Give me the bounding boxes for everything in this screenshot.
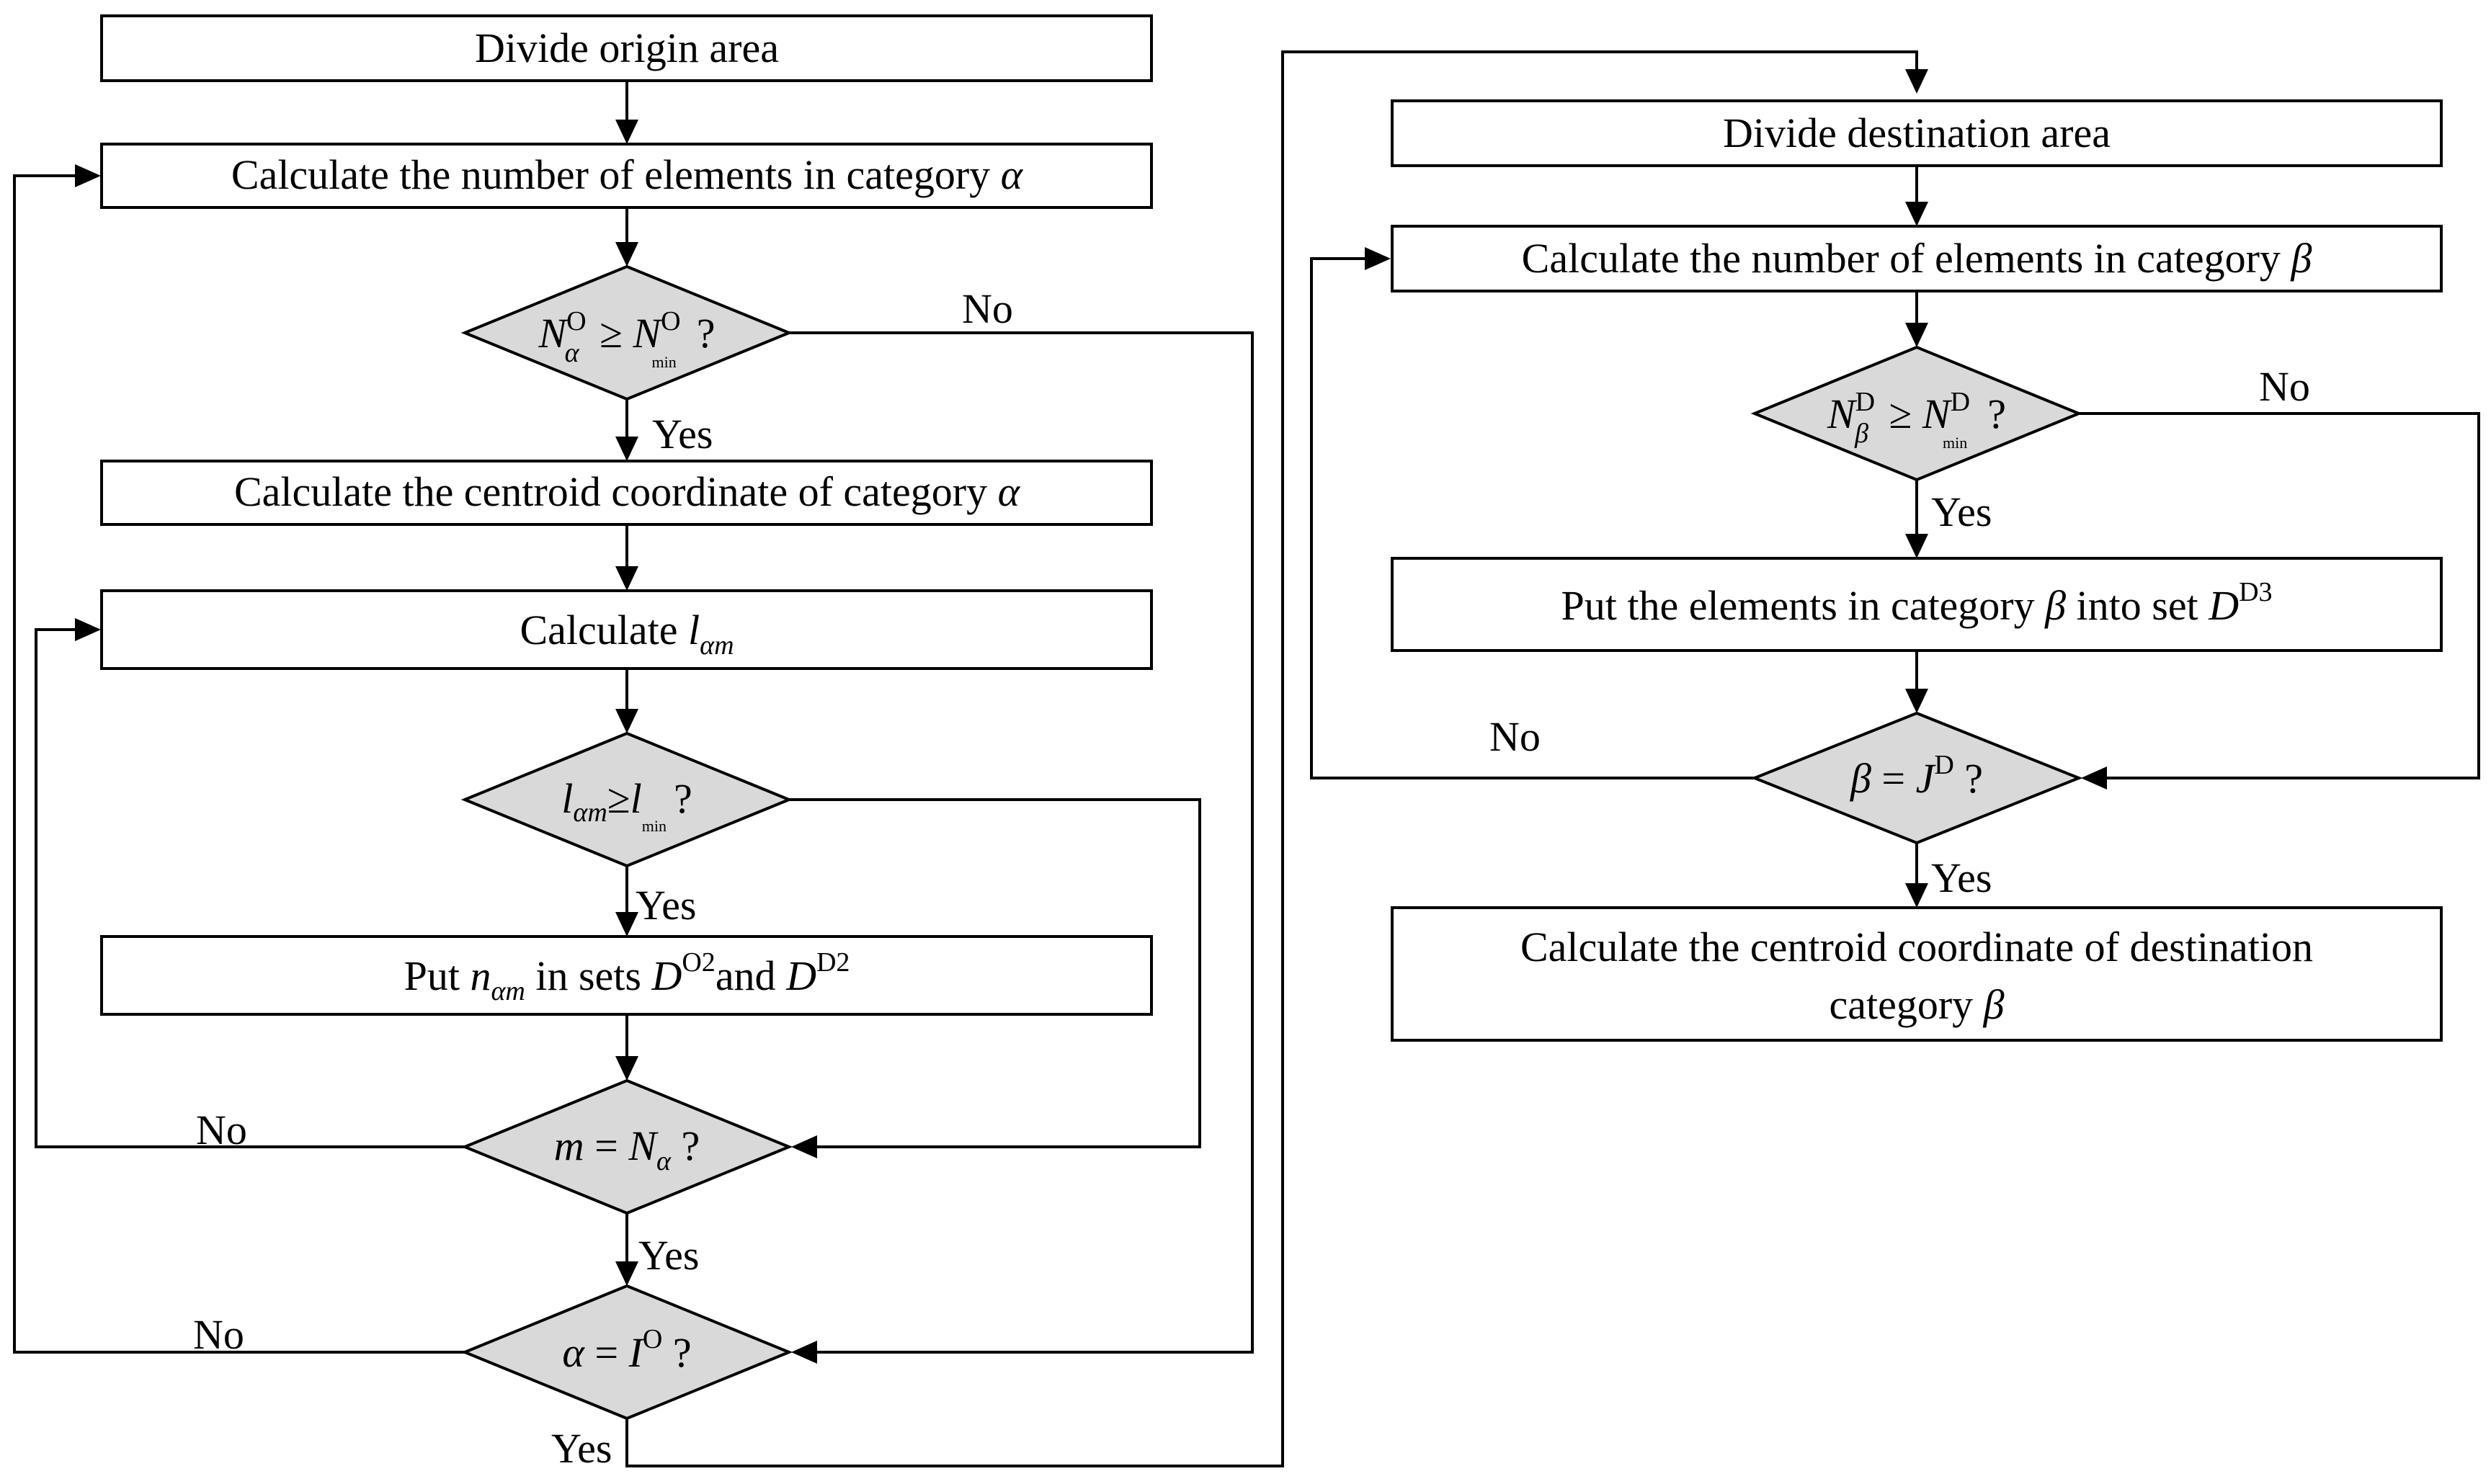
no-label-2: No: [196, 1107, 247, 1153]
calc-centroid-alpha-label: Calculate the centroid coordinate of cat…: [234, 468, 1021, 515]
no-label-1: No: [962, 285, 1013, 332]
decision-beta: β = JD ?: [1750, 711, 2083, 845]
put-n-box: Put nαm in sets DO2and DD2: [100, 935, 1153, 1016]
divide-origin-label: Divide origin area: [475, 24, 779, 71]
decision-alpha: α = IO ?: [460, 1284, 793, 1421]
put-n-label: Put nαm in sets DO2and DD2: [404, 947, 850, 1006]
no-label-4: No: [2259, 363, 2310, 410]
decision-m-label: m = Nα ?: [554, 1122, 700, 1176]
calc-number-beta-label: Calculate the number of elements in cate…: [1522, 235, 2312, 282]
decision-l: lαm≥lmin?: [460, 731, 793, 868]
divide-destination-label: Divide destination area: [1723, 109, 2111, 156]
decision-l-label: lαm≥lmin?: [561, 775, 692, 835]
calc-centroid-destination-box: Calculate the centroid coordinate of des…: [1391, 906, 2443, 1042]
yes-label-4: Yes: [551, 1425, 612, 1472]
put-beta-label: Put the elements in category β into set …: [1561, 577, 2272, 629]
yes-label-1: Yes: [652, 411, 713, 457]
calc-number-beta-box: Calculate the number of elements in cate…: [1391, 225, 2443, 292]
decision-m: m = Nα ?: [460, 1078, 793, 1215]
calc-number-alpha-box: Calculate the number of elements in cate…: [100, 143, 1153, 209]
calc-l-box: Calculate lαm: [100, 589, 1153, 670]
calc-number-alpha-label: Calculate the number of elements in cate…: [231, 151, 1024, 198]
calc-centroid-alpha-box: Calculate the centroid coordinate of cat…: [100, 460, 1153, 526]
calc-centroid-destination-line1: Calculate the centroid coordinate of des…: [1520, 924, 2313, 970]
divide-destination-box: Divide destination area: [1391, 99, 2443, 167]
calc-l-label: Calculate lαm: [520, 607, 734, 661]
yes-label-6: Yes: [1931, 854, 1992, 901]
yes-label-3: Yes: [638, 1232, 699, 1279]
decision-alpha-label: α = IO ?: [562, 1324, 691, 1376]
no-label-5: No: [1489, 713, 1541, 760]
yes-label-5: Yes: [1931, 488, 1992, 535]
decision-beta-label: β = JD ?: [1850, 750, 1983, 802]
divide-origin-box: Divide origin area: [100, 14, 1153, 82]
no-label-3: No: [193, 1311, 244, 1358]
yes-label-2: Yes: [636, 882, 696, 929]
calc-centroid-destination-line2: category β: [1829, 981, 2004, 1028]
put-beta-box: Put the elements in category β into set …: [1391, 557, 2443, 652]
